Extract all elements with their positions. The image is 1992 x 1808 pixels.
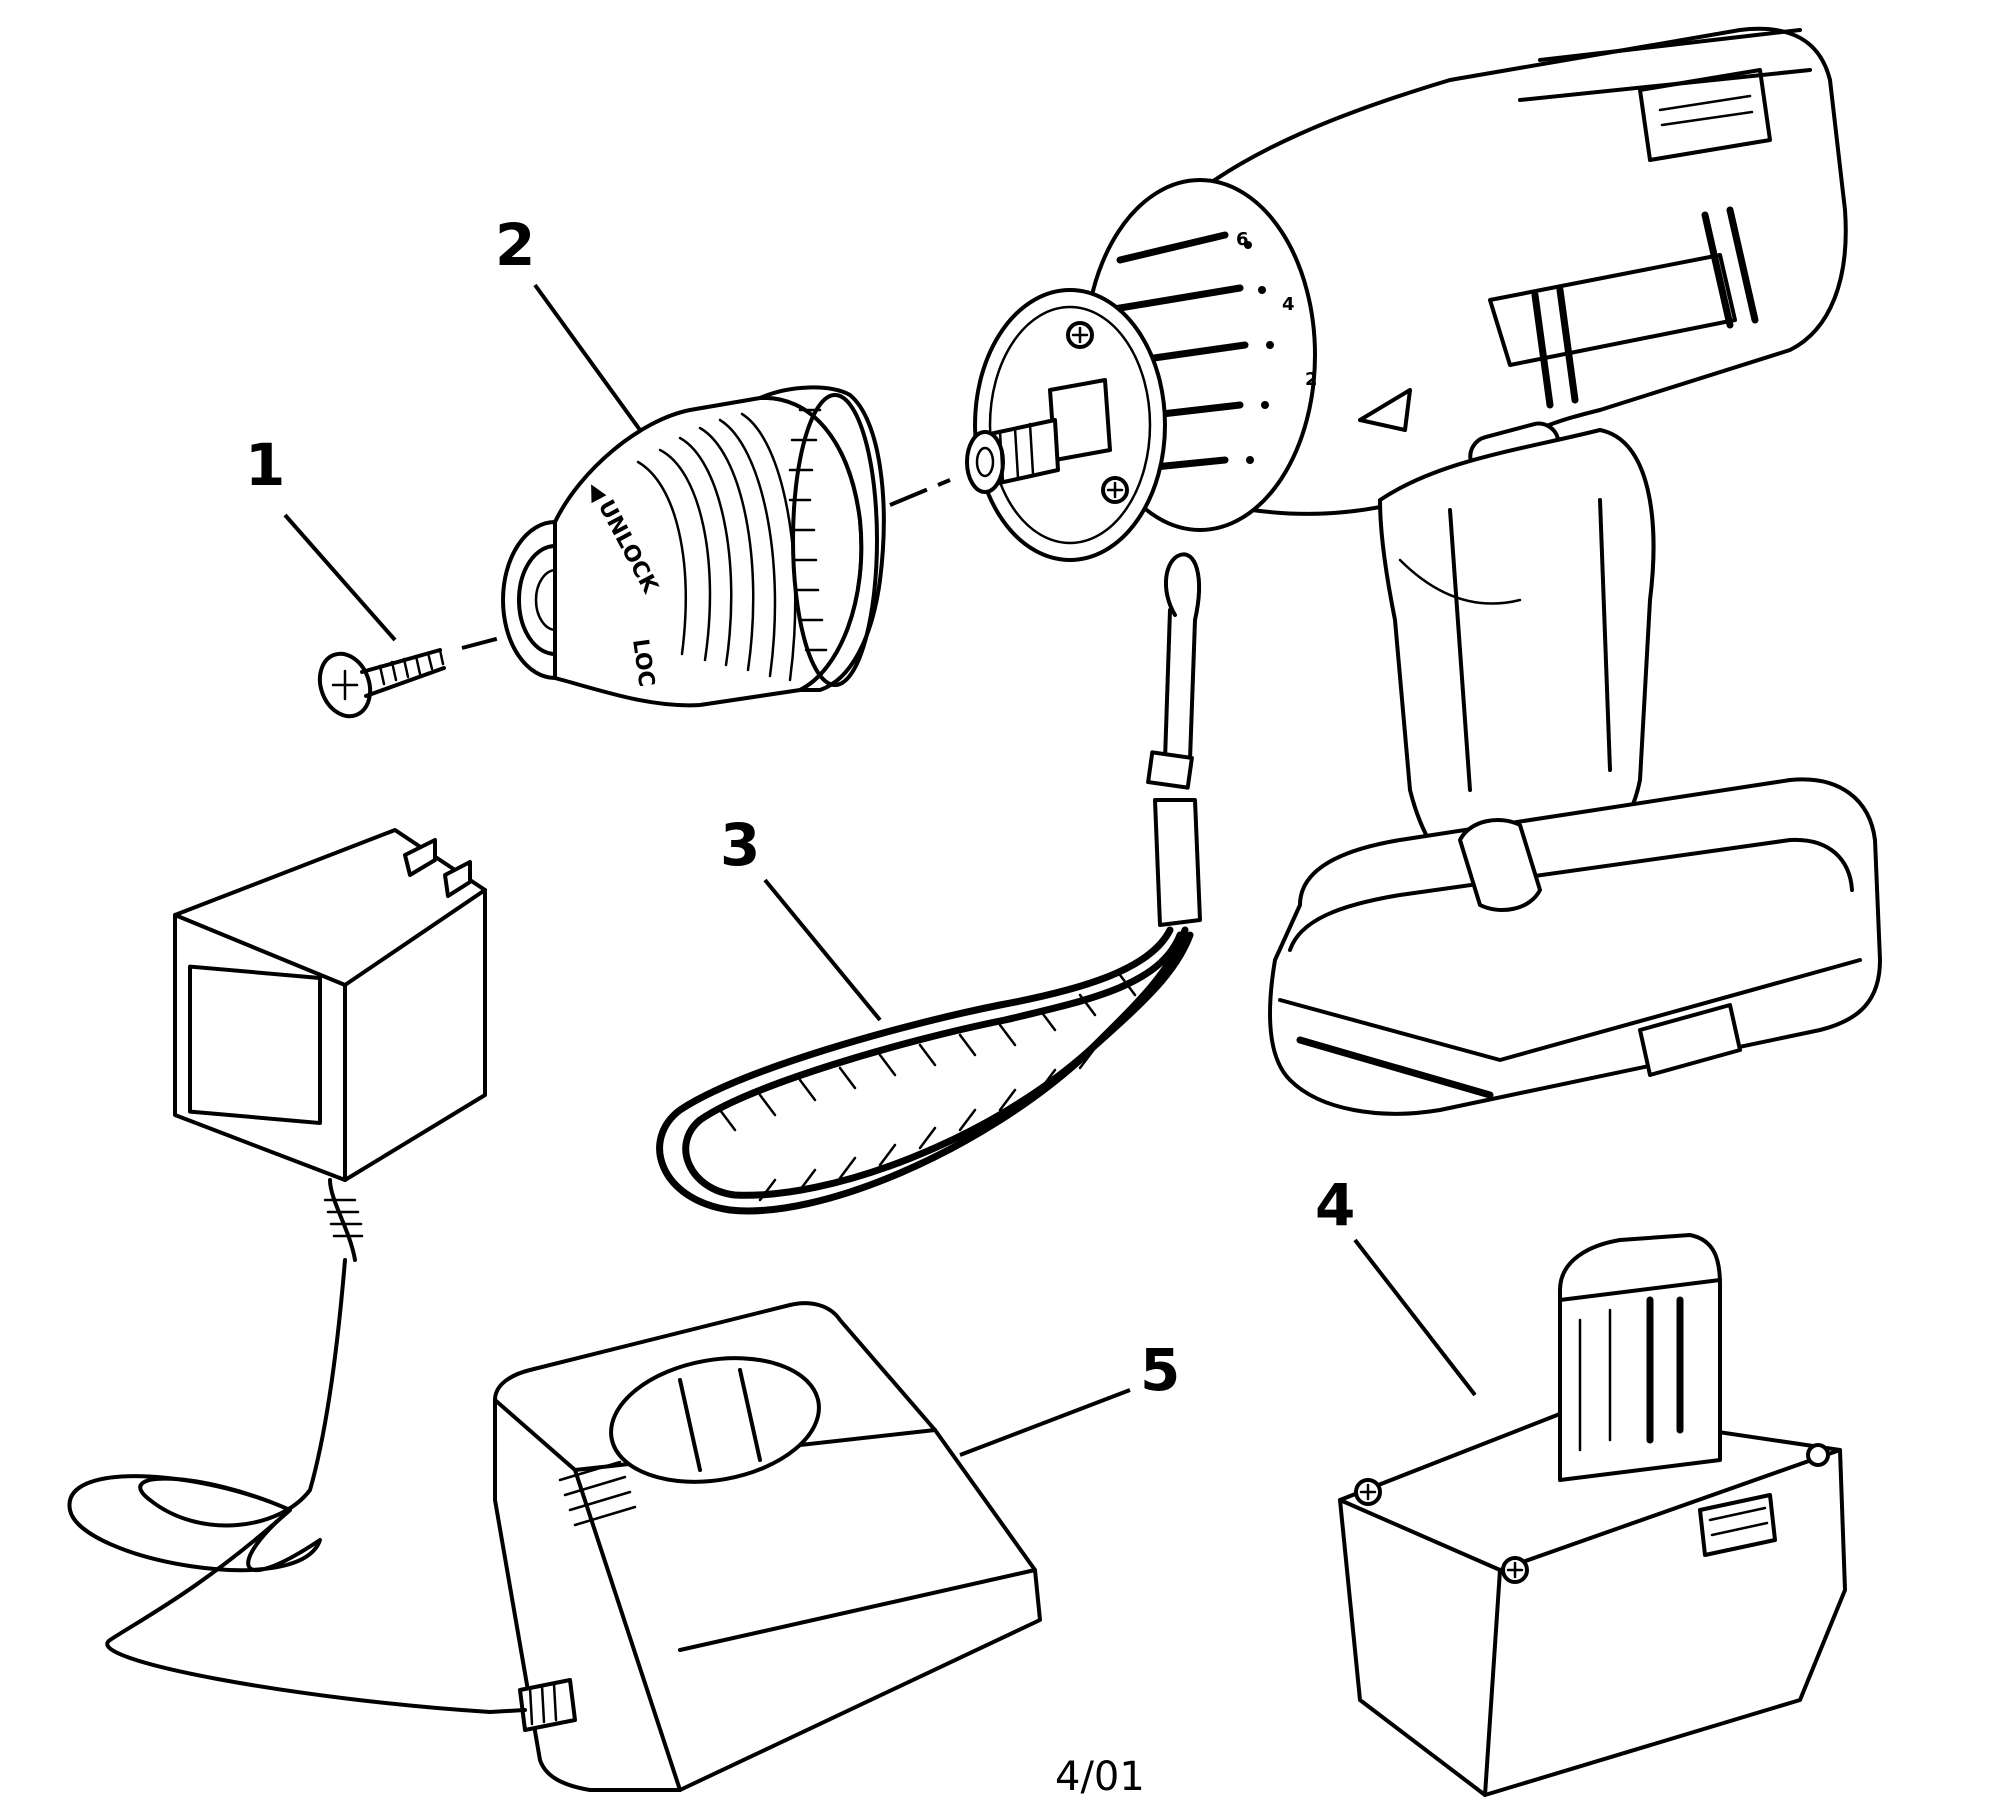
- callout-1: 1: [245, 431, 285, 499]
- callout-2: 2: [495, 211, 535, 279]
- charger-part: [488, 1301, 1042, 1792]
- wrist-strap-part: [656, 552, 1202, 1215]
- clutch-setting-4: 4: [1282, 294, 1295, 315]
- revision-date: 4/01: [1055, 1754, 1145, 1800]
- leader-3: [763, 878, 882, 1022]
- callout-leaders: [283, 283, 1477, 1457]
- leader-4: [1353, 1238, 1477, 1397]
- drill-body: 6 4 2: [965, 26, 1882, 1116]
- callout-numbers: 1 2 3 4 5: [245, 211, 1355, 1404]
- clutch-setting-2: 2: [1305, 369, 1318, 390]
- leader-2: [533, 283, 642, 432]
- leader-1: [283, 513, 397, 642]
- battery-pack-part: [1338, 1233, 1847, 1797]
- leader-5: [959, 1388, 1131, 1457]
- screw-part: [317, 636, 501, 719]
- callout-3: 3: [720, 811, 760, 879]
- wall-adapter: [67, 828, 492, 1714]
- clutch-setting-6: 6: [1236, 229, 1249, 250]
- chuck-part: UNLOCK ◀ LOC: [501, 385, 951, 708]
- callout-4: 4: [1315, 1171, 1355, 1239]
- callout-5: 5: [1140, 1336, 1180, 1404]
